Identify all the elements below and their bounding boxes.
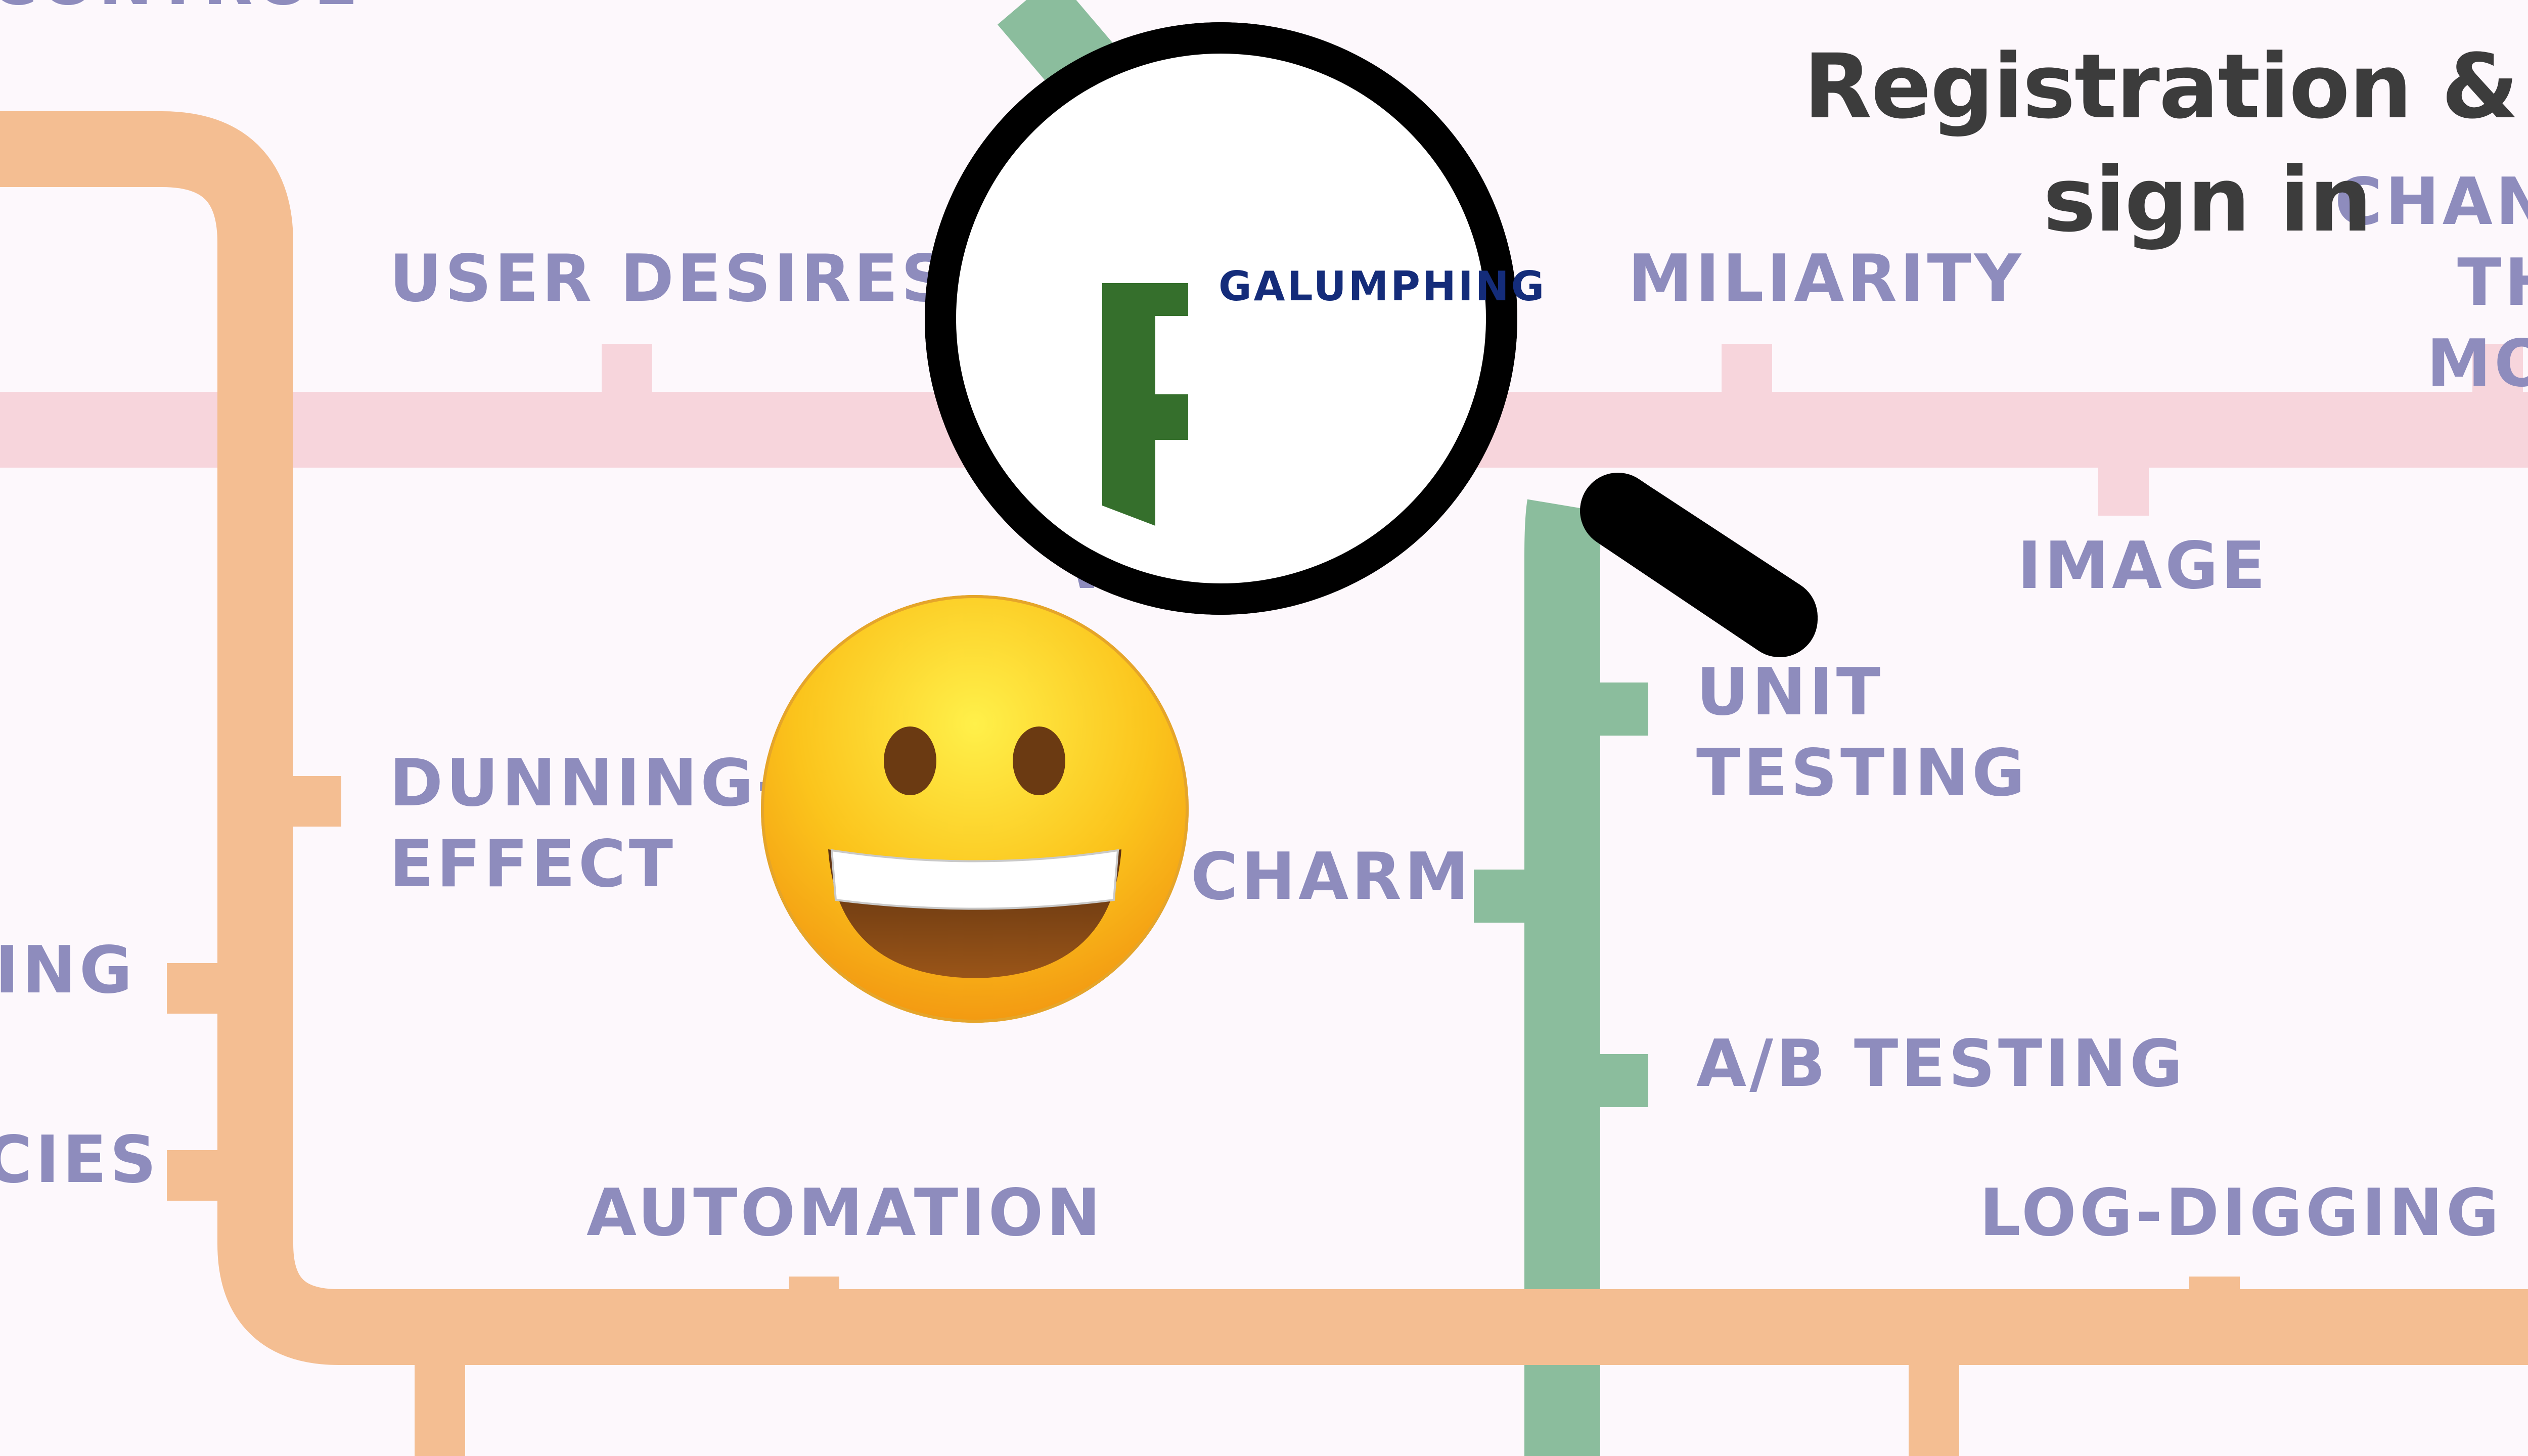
grinning-face-icon (761, 595, 1189, 1023)
slide-title-line2: sign in (2043, 148, 2372, 252)
label-cies: CIES (0, 1122, 160, 1198)
page-number: 33 (2527, 1387, 2528, 1419)
label-ab-testing: A/B TESTING (1696, 1026, 2186, 1102)
label-image: IMAGE (2017, 528, 2269, 604)
orange-line (0, 111, 2528, 1456)
label-control: CONTROL (0, 0, 358, 23)
label-charm: CHARM (1191, 839, 1472, 915)
label-dunning: DUNNING-I EFFECT (389, 746, 814, 902)
slide-title: Registration & sign in (1668, 30, 2519, 256)
label-automation: AUTOMATION (586, 1175, 1104, 1251)
magnifying-glass-icon (925, 22, 1818, 655)
label-ing: ING (0, 933, 136, 1008)
label-wo: WO (1067, 528, 1199, 604)
label-user-desires: USER DESIRES (389, 241, 951, 316)
magnifier-text: GALUMPHING (1218, 263, 1547, 310)
label-log-digging: LOG-DIGGING (1979, 1175, 2502, 1251)
label-familiarity: MILIARITY (1628, 241, 2024, 316)
slide-title-line1: Registration & (1803, 35, 2519, 139)
label-unit-testing: UNIT TESTING (1696, 655, 2028, 811)
label-change-the-model: CHANG THE MOD (2334, 164, 2528, 401)
